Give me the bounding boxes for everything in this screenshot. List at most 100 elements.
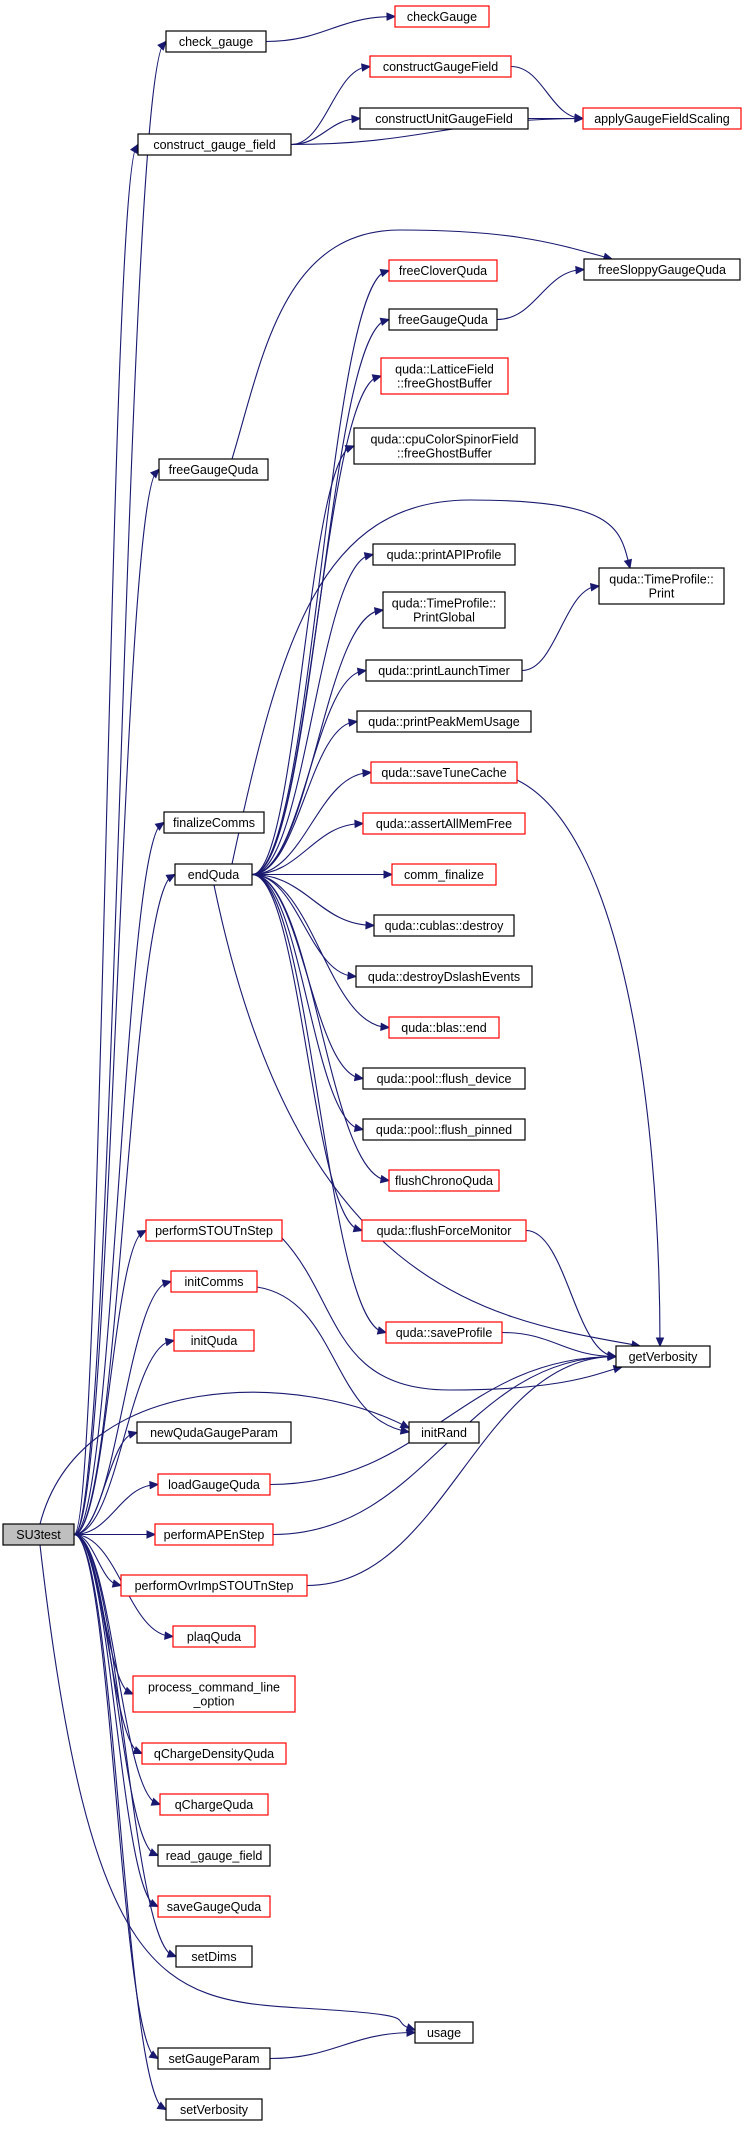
node-box[interactable] [154, 1523, 274, 1546]
node-timeProfilePrint[interactable]: quda::TimeProfile::Print [598, 567, 725, 605]
node-box[interactable] [120, 1574, 308, 1597]
node-printPeakMemUsage[interactable]: quda::printPeakMemUsage [356, 710, 532, 733]
node-box[interactable] [582, 107, 742, 130]
node-saveGaugeQuda[interactable]: saveGaugeQuda [157, 1895, 271, 1918]
node-usage[interactable]: usage [414, 2021, 474, 2044]
node-setVerbosity[interactable]: setVerbosity [165, 2098, 263, 2121]
node-box[interactable] [136, 1421, 292, 1444]
node-read_gauge_field[interactable]: read_gauge_field [157, 1844, 271, 1867]
node-box[interactable] [598, 567, 725, 605]
node-finalizeComms[interactable]: finalizeComms [163, 811, 265, 834]
node-blasEnd[interactable]: quda::blas::end [388, 1016, 500, 1039]
node-box[interactable] [388, 1016, 500, 1039]
node-box[interactable] [615, 1345, 711, 1368]
node-saveProfile[interactable]: quda::saveProfile [385, 1321, 503, 1344]
node-qChargeDensityQuda[interactable]: qChargeDensityQuda [141, 1742, 287, 1765]
node-box[interactable] [157, 1473, 271, 1496]
node-box[interactable] [394, 5, 490, 28]
node-box[interactable] [361, 1219, 527, 1242]
node-initQuda[interactable]: initQuda [173, 1329, 255, 1352]
node-box[interactable] [388, 1169, 500, 1192]
node-endQuda[interactable]: endQuda [174, 863, 253, 886]
node-constructUnitGaugeField[interactable]: constructUnitGaugeField [359, 107, 529, 130]
node-newQudaGaugeParam[interactable]: newQudaGaugeParam [136, 1421, 292, 1444]
node-box[interactable] [158, 458, 269, 481]
node-box[interactable] [408, 1421, 480, 1444]
node-box[interactable] [175, 1945, 253, 1968]
node-box[interactable] [391, 863, 497, 886]
node-box[interactable] [414, 2021, 474, 2044]
node-setDims[interactable]: setDims [175, 1945, 253, 1968]
node-box[interactable] [362, 1118, 526, 1141]
node-flushForceMonitor[interactable]: quda::flushForceMonitor [361, 1219, 527, 1242]
node-box[interactable] [355, 965, 533, 988]
node-box[interactable] [362, 812, 526, 835]
node-box[interactable] [359, 107, 529, 130]
node-box[interactable] [369, 55, 512, 78]
node-qChargeQuda[interactable]: qChargeQuda [159, 1793, 269, 1816]
node-freeCloverQuda[interactable]: freeCloverQuda [388, 259, 498, 282]
node-box[interactable] [2, 1523, 75, 1546]
node-box[interactable] [373, 914, 515, 937]
node-freeGaugeQuda_inner[interactable]: freeGaugeQuda [388, 308, 498, 331]
node-box[interactable] [172, 1625, 256, 1648]
node-box[interactable] [165, 2098, 263, 2121]
node-comm_finalize[interactable]: comm_finalize [391, 863, 497, 886]
node-initRand[interactable]: initRand [408, 1421, 480, 1444]
node-construct_gauge_field[interactable]: construct_gauge_field [137, 133, 292, 156]
node-freeGaugeQuda_top[interactable]: freeGaugeQuda [158, 458, 269, 481]
node-box[interactable] [356, 710, 532, 733]
node-printLaunchTimer[interactable]: quda::printLaunchTimer [365, 659, 523, 682]
node-box[interactable] [388, 259, 498, 282]
node-printAPIProfile[interactable]: quda::printAPIProfile [372, 543, 516, 566]
node-applyGaugeFieldScaling[interactable]: applyGaugeFieldScaling [582, 107, 742, 130]
node-box[interactable] [132, 1675, 296, 1713]
node-box[interactable] [365, 659, 523, 682]
node-cpuColorSpinorFreeGhost[interactable]: quda::cpuColorSpinorField::freeGhostBuff… [353, 427, 536, 465]
node-box[interactable] [353, 427, 536, 465]
node-box[interactable] [174, 863, 253, 886]
node-su3test[interactable]: SU3test [2, 1523, 75, 1546]
node-box[interactable] [388, 308, 498, 331]
node-latticeFieldFreeGhost[interactable]: quda::LatticeField::freeGhostBuffer [380, 357, 509, 395]
node-performOvrImpSTOUTnStep[interactable]: performOvrImpSTOUTnStep [120, 1574, 308, 1597]
node-box[interactable] [370, 761, 518, 784]
node-loadGaugeQuda[interactable]: loadGaugeQuda [157, 1473, 271, 1496]
node-performAPEnStep[interactable]: performAPEnStep [154, 1523, 274, 1546]
node-box[interactable] [157, 1844, 271, 1867]
node-timeProfilePrintGlobal[interactable]: quda::TimeProfile::PrintGlobal [382, 591, 506, 629]
node-processCommandLine[interactable]: process_command_line_option [132, 1675, 296, 1713]
node-saveTuneCache[interactable]: quda::saveTuneCache [370, 761, 518, 784]
node-box[interactable] [163, 811, 265, 834]
node-checkGauge[interactable]: checkGauge [394, 5, 490, 28]
node-box[interactable] [157, 2047, 271, 2070]
node-poolFlushDevice[interactable]: quda::pool::flush_device [362, 1067, 526, 1090]
node-assertAllMemFree[interactable]: quda::assertAllMemFree [362, 812, 526, 835]
node-box[interactable] [362, 1067, 526, 1090]
node-box[interactable] [583, 258, 741, 281]
node-performSTOUTnStep[interactable]: performSTOUTnStep [145, 1219, 283, 1242]
node-check_gauge[interactable]: check_gauge [165, 30, 267, 53]
node-box[interactable] [173, 1329, 255, 1352]
node-box[interactable] [145, 1219, 283, 1242]
node-freeSloppyGaugeQuda[interactable]: freeSloppyGaugeQuda [583, 258, 741, 281]
node-constructGaugeField[interactable]: constructGaugeField [369, 55, 512, 78]
node-setGaugeParam[interactable]: setGaugeParam [157, 2047, 271, 2070]
node-box[interactable] [141, 1742, 287, 1765]
node-initComms[interactable]: initComms [170, 1270, 258, 1293]
node-box[interactable] [382, 591, 506, 629]
node-box[interactable] [170, 1270, 258, 1293]
node-plaqQuda[interactable]: plaqQuda [172, 1625, 256, 1648]
node-box[interactable] [159, 1793, 269, 1816]
node-box[interactable] [385, 1321, 503, 1344]
node-box[interactable] [137, 133, 292, 156]
node-box[interactable] [165, 30, 267, 53]
node-poolFlushPinned[interactable]: quda::pool::flush_pinned [362, 1118, 526, 1141]
node-box[interactable] [380, 357, 509, 395]
node-getVerbosity[interactable]: getVerbosity [615, 1345, 711, 1368]
node-flushChronoQuda[interactable]: flushChronoQuda [388, 1169, 500, 1192]
node-box[interactable] [157, 1895, 271, 1918]
node-box[interactable] [372, 543, 516, 566]
node-destroyDslashEvents[interactable]: quda::destroyDslashEvents [355, 965, 533, 988]
node-cublasDestroy[interactable]: quda::cublas::destroy [373, 914, 515, 937]
